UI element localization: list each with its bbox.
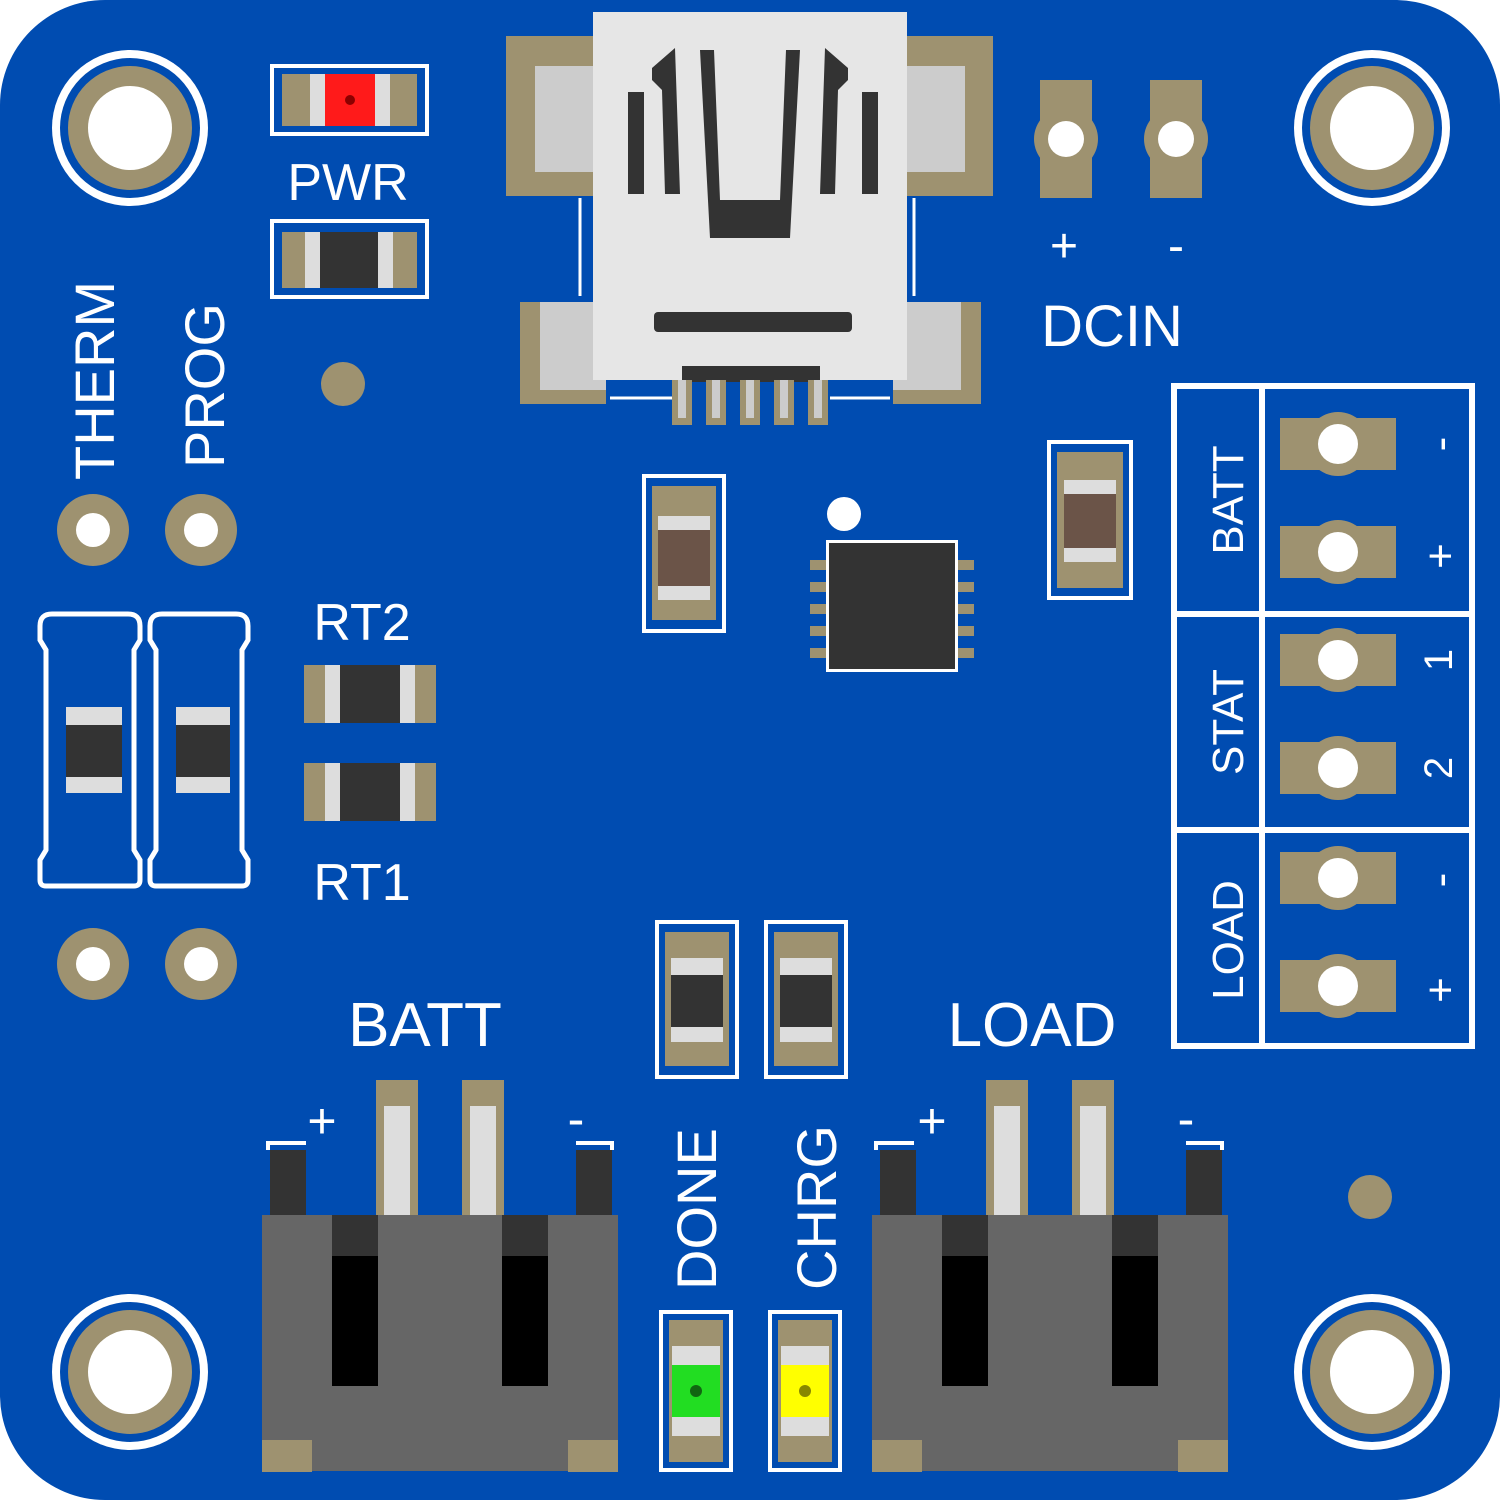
mounting-hole-bottom-left [52, 1294, 208, 1450]
label-batt-minus: - [568, 1091, 585, 1147]
led-pwr [270, 64, 429, 136]
label-batt-connector: BATT [348, 991, 502, 1060]
label-load-connector: LOAD [948, 991, 1117, 1060]
mounting-hole-top-right [1294, 50, 1450, 206]
label-dcin-plus: + [1050, 220, 1078, 273]
header-pin-load-1: - [1416, 873, 1465, 888]
dcin-pads [1034, 80, 1208, 198]
mounting-hole-bottom-right [1294, 1294, 1450, 1450]
resistor-done [655, 920, 739, 1079]
jumper-prog [147, 611, 251, 889]
label-dcin-minus: - [1168, 220, 1184, 273]
therm-prog-pads [57, 494, 237, 566]
label-prog: PROG [173, 303, 236, 468]
fiducial-top [321, 362, 365, 406]
jst-connector-load [872, 1080, 1228, 1472]
label-load-plus: + [917, 1093, 946, 1149]
header-pin-stat-1: 1 [1417, 649, 1461, 671]
resistor-rt2 [304, 665, 436, 723]
capacitor-left [642, 474, 726, 633]
capacitor-right [1047, 440, 1133, 600]
label-chrg: CHRG [785, 1125, 848, 1290]
header-label-load: LOAD [1204, 880, 1253, 1000]
header-pin-load-2: + [1416, 977, 1465, 1003]
header-pin-stat-2: 2 [1417, 757, 1461, 779]
resistor-rt1 [304, 763, 436, 821]
label-therm: THERM [63, 281, 126, 480]
jumper-therm [37, 611, 143, 889]
usb-mini-connector [506, 12, 993, 425]
label-rt2: RT2 [313, 594, 410, 652]
led-done [659, 1310, 733, 1472]
mounting-hole-top-left [52, 50, 208, 206]
fiducial-bottom [1348, 1175, 1392, 1219]
label-load-minus: - [1178, 1091, 1195, 1147]
header-pin-batt-2: + [1416, 543, 1465, 569]
header-pin-batt-1: - [1416, 437, 1465, 452]
charger-ic [810, 497, 974, 672]
header-label-batt: BATT [1204, 445, 1253, 554]
header-block [1171, 383, 1475, 1049]
jst-connector-batt [262, 1080, 618, 1472]
label-dcin: DCIN [1041, 294, 1183, 359]
label-done: DONE [665, 1128, 728, 1290]
resistor-chrg [764, 920, 848, 1079]
led-chrg [768, 1310, 842, 1472]
label-rt1: RT1 [313, 854, 410, 912]
header-label-stat: STAT [1204, 669, 1253, 775]
label-batt-plus: + [307, 1093, 336, 1149]
resistor-pwr [270, 219, 429, 299]
header-pads [1280, 412, 1396, 1018]
label-pwr: PWR [287, 154, 408, 212]
jumper-bottom-pads [57, 928, 237, 1000]
